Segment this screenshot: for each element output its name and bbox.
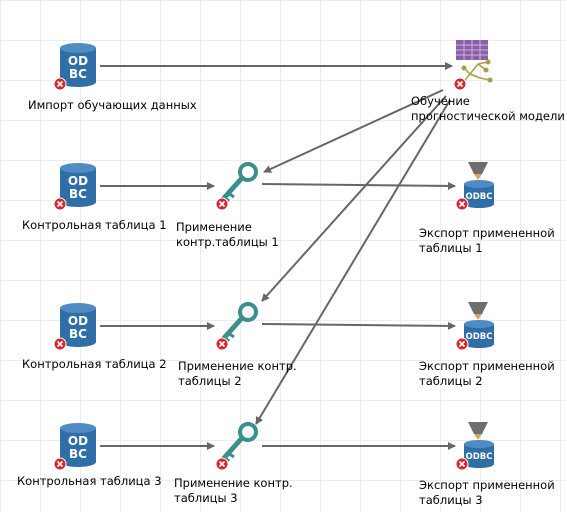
funnel-icon [468,162,488,180]
node-control-table-1[interactable]: OD BC [53,163,96,211]
odbc-icon-text-top: OD [68,314,88,328]
database-odbc-icon: OD BC [60,423,96,467]
error-icon [455,197,469,211]
error-icon [53,337,67,351]
odbc-icon-text-top: OD [68,54,88,68]
odbc-icon-text: ODBC [466,452,493,462]
node-control-table-3[interactable]: OD BC [53,423,96,471]
node-apply-control-table-3[interactable] [215,422,258,471]
error-icon [53,197,67,211]
key-icon [221,162,258,203]
key-icon [221,302,258,343]
error-icon [455,457,469,471]
odbc-icon-text-top: OD [68,434,88,448]
connector-apply2-to-export2[interactable] [261,321,456,330]
database-export-icon: ODBC [464,440,494,468]
label-apply-control-table-3: Применение контр. таблицы 3 [174,476,293,505]
node-control-table-2[interactable]: OD BC [53,303,96,351]
database-odbc-icon: OD BC [60,43,96,87]
label-control-table-1: Контрольная таблица 1 [22,218,167,232]
database-odbc-icon: OD BC [60,303,96,347]
database-export-icon: ODBC [464,320,494,348]
odbc-icon-text-top: OD [68,174,88,188]
odbc-icon-text-bottom: BC [69,447,87,461]
node-apply-control-table-1[interactable] [215,162,258,211]
database-export-icon: ODBC [464,180,494,208]
error-icon [453,77,467,91]
label-control-table-2: Контрольная таблица 2 [22,357,167,371]
label-export-applied-table-1: Экспорт примененной таблицы 1 [419,226,555,255]
key-icon [221,422,258,463]
label-apply-control-table-2: Применение контр. таблицы 2 [178,359,297,388]
odbc-icon-text-bottom: BC [69,187,87,201]
error-icon [53,77,67,91]
funnel-icon [468,422,488,440]
error-icon [215,457,229,471]
label-train-predictive-model: Обучение прогностической модели [411,94,565,123]
node-apply-control-table-2[interactable] [215,302,258,351]
node-import-training-data[interactable]: OD BC [53,43,96,91]
error-icon [215,197,229,211]
error-icon [455,337,469,351]
odbc-icon-text: ODBC [466,192,493,202]
node-export-applied-table-2[interactable]: ODBC [455,302,494,351]
connectors [100,62,456,450]
node-train-predictive-model[interactable] [453,40,493,91]
node-export-applied-table-1[interactable]: ODBC [455,162,494,211]
odbc-icon-text-bottom: BC [69,67,87,81]
connector-model-to-apply2[interactable] [261,95,447,302]
label-apply-control-table-1: Применение контр.таблицы 1 [176,220,279,249]
error-icon [215,337,229,351]
data-grid-icon [456,40,488,60]
label-control-table-3: Контрольная таблица 3 [17,474,162,488]
label-import-training-data: Импорт обучающих данных [28,98,197,112]
connector-model-to-apply1[interactable] [263,89,444,173]
odbc-icon-text: ODBC [466,332,493,342]
odbc-icon-text-bottom: BC [69,327,87,341]
decision-tree-icon [461,59,493,85]
database-odbc-icon: OD BC [60,163,96,207]
label-export-applied-table-3: Экспорт примененной таблицы 3 [419,478,555,507]
funnel-icon [468,302,488,320]
node-export-applied-table-3[interactable]: ODBC [455,422,494,471]
label-export-applied-table-2: Экспорт примененной таблицы 2 [419,359,555,388]
error-icon [53,457,67,471]
connector-model-to-apply3[interactable] [255,99,451,425]
connector-apply1-to-export1[interactable] [261,181,456,190]
